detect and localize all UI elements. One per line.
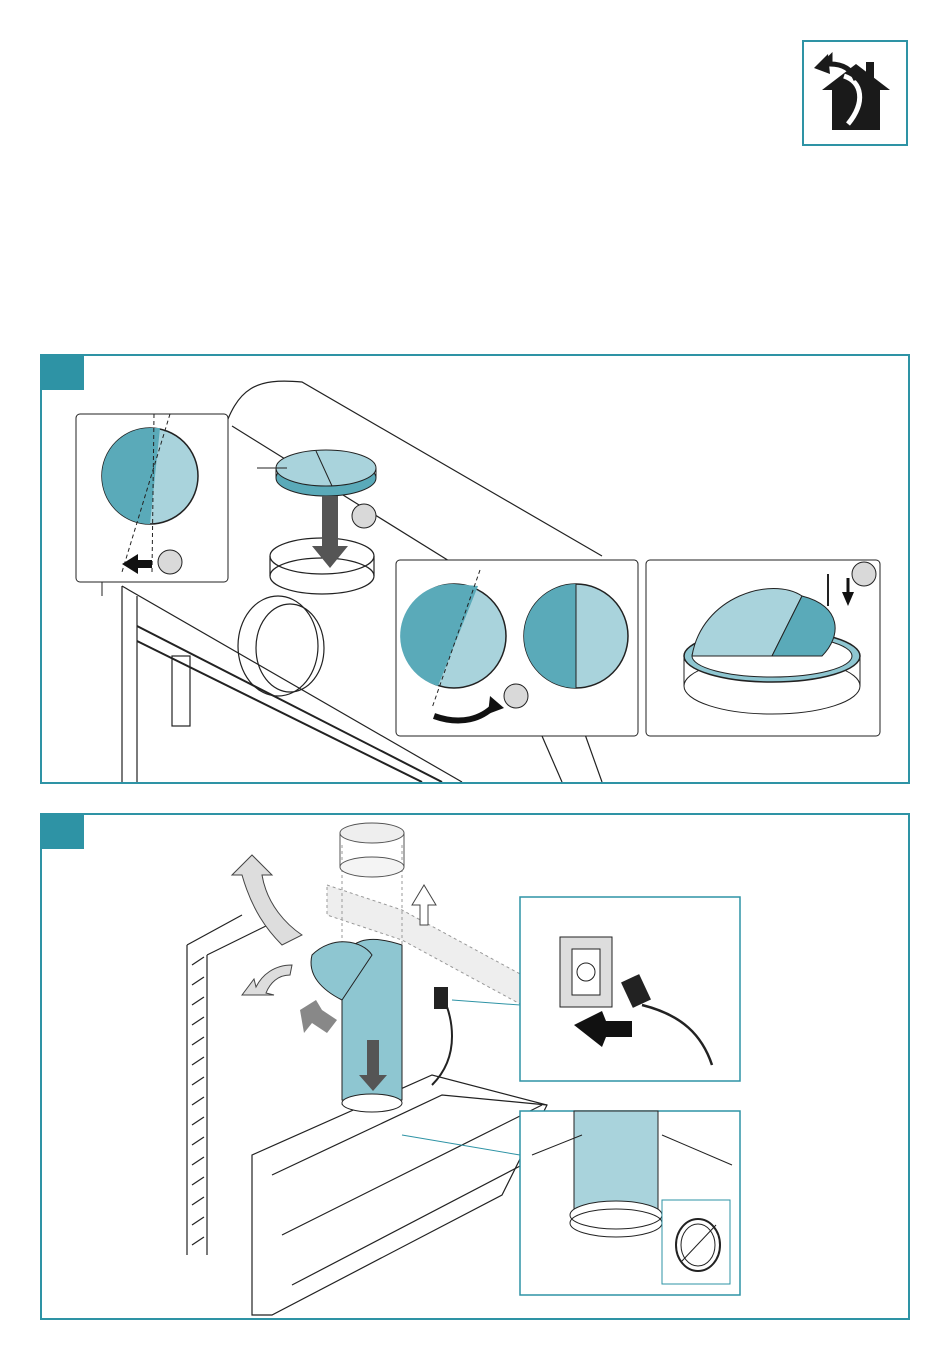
step-2-illustration	[42, 815, 908, 1318]
house-exhaust-icon	[804, 42, 906, 144]
step-1-illustration	[42, 356, 908, 782]
step-1-panel	[40, 354, 910, 784]
house-exhaust-icon-box	[802, 40, 908, 146]
step-2-panel	[40, 813, 910, 1320]
